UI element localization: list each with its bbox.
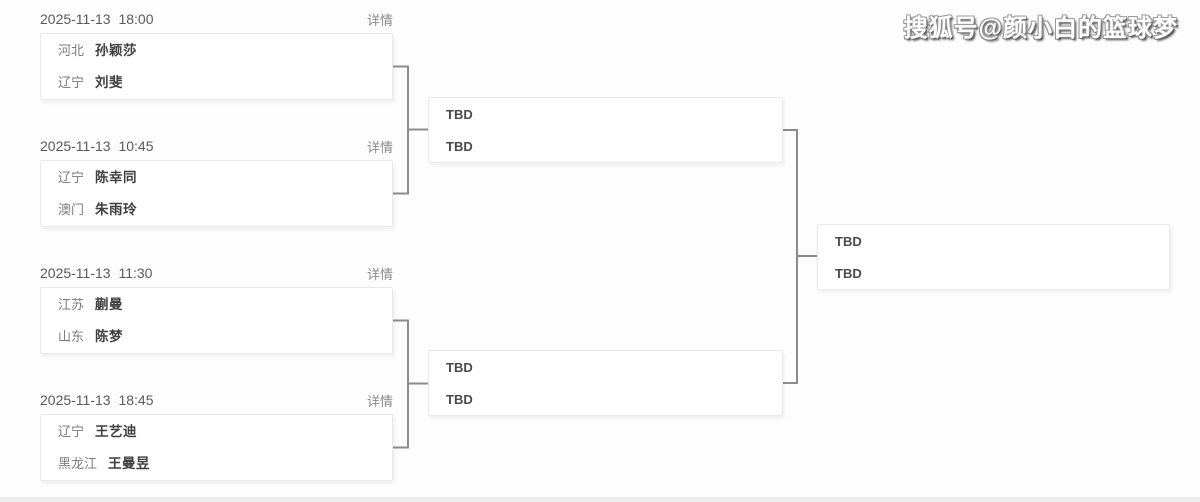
player-region: 辽宁	[58, 423, 85, 439]
match-datetime: 2025-11-13 11:30	[40, 265, 153, 281]
connector-line	[783, 129, 798, 384]
player-region: 澳门	[58, 202, 85, 218]
player-row: 辽宁 陈幸同	[41, 169, 392, 185]
player-name: 蒯曼	[95, 296, 124, 312]
connector-line	[393, 319, 409, 449]
match-datetime: 2025-11-13 18:45	[40, 392, 154, 408]
player-region: 江苏	[58, 296, 85, 312]
player-region: 河北	[58, 42, 85, 58]
player-region: 山东	[58, 329, 85, 345]
match-datetime: 2025-11-13 10:45	[40, 138, 154, 154]
tbd-player-slot: TBD	[446, 106, 473, 122]
detail-link[interactable]: 详情	[366, 393, 393, 409]
match-card: 河北 孙颖莎 辽宁 刘斐	[40, 33, 393, 100]
tbd-player-slot: TBD	[835, 233, 862, 249]
final-card: TBD TBD	[817, 224, 1170, 290]
player-name: 刘斐	[95, 75, 124, 90]
player-name: 王曼昱	[108, 456, 151, 471]
match-header: 2025-11-13 18:45 详情	[40, 390, 393, 410]
match-header: 2025-11-13 18:00 详情	[40, 9, 393, 29]
player-name: 王艺迪	[95, 423, 138, 439]
match-card: 辽宁 王艺迪 黑龙江 王曼昱	[40, 414, 393, 481]
player-row: 黑龙江 王曼昱	[41, 457, 392, 471]
match-header: 2025-11-13 10:45 详情	[40, 136, 393, 156]
tbd-player-slot: TBD	[446, 359, 473, 375]
detail-link[interactable]: 详情	[366, 139, 393, 155]
player-name: 孙颖莎	[95, 42, 138, 58]
tbd-player-slot: TBD	[446, 391, 473, 407]
player-row: 山东 陈梦	[41, 330, 392, 344]
detail-link[interactable]: 详情	[366, 12, 393, 28]
player-region: 辽宁	[58, 169, 85, 185]
semifinal-card: TBD TBD	[428, 97, 783, 163]
match-card: 辽宁 陈幸同 澳门 朱雨玲	[40, 160, 393, 227]
player-row: 河北 孙颖莎	[41, 42, 392, 58]
tbd-player-slot: TBD	[835, 265, 862, 281]
player-row: 辽宁 王艺迪	[41, 423, 392, 439]
connector-line	[393, 65, 409, 195]
tbd-player-slot: TBD	[446, 138, 473, 154]
bottom-edge-strip	[0, 497, 1200, 502]
player-region: 辽宁	[58, 75, 85, 91]
player-row: 辽宁 刘斐	[41, 76, 392, 90]
player-row: 江苏 蒯曼	[41, 296, 392, 312]
player-row: 澳门 朱雨玲	[41, 203, 392, 217]
match-card: 江苏 蒯曼 山东 陈梦	[40, 287, 393, 354]
player-name: 朱雨玲	[95, 202, 138, 217]
match-header: 2025-11-13 11:30 详情	[40, 263, 393, 283]
semifinal-card: TBD TBD	[428, 350, 783, 416]
match-datetime: 2025-11-13 18:00	[40, 11, 154, 27]
player-name: 陈幸同	[95, 169, 138, 185]
player-name: 陈梦	[95, 329, 124, 344]
detail-link[interactable]: 详情	[366, 266, 393, 282]
watermark-text: 搜狐号@颜小白的篮球梦	[903, 15, 1178, 42]
player-region: 黑龙江	[58, 456, 98, 472]
